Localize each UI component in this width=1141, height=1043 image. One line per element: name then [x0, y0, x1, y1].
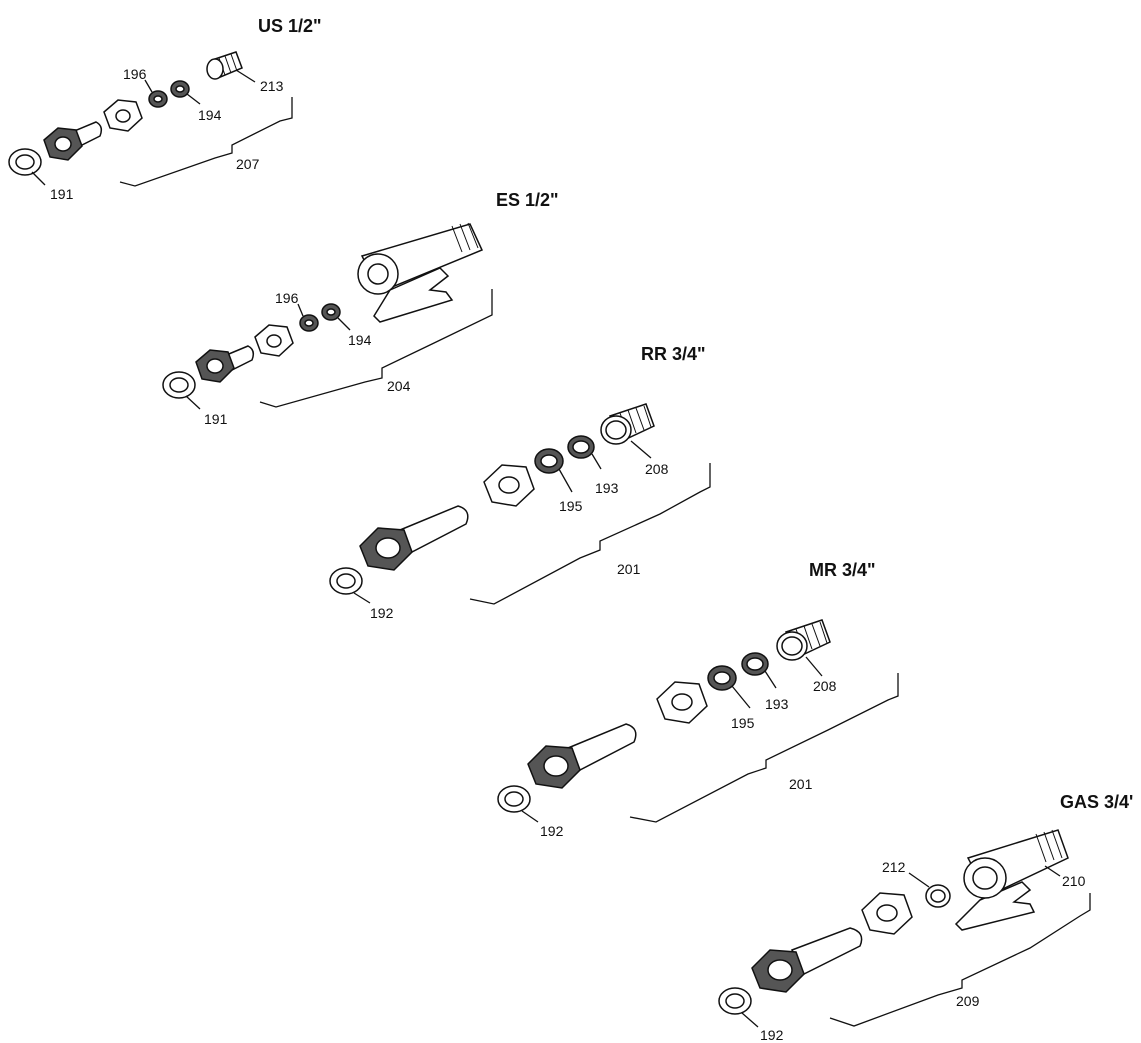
assembly-title: RR 3/4"	[641, 344, 706, 364]
assembly-title: GAS 3/4'	[1060, 792, 1133, 812]
part-number: 194	[198, 107, 222, 123]
assembly-title: ES 1/2"	[496, 190, 559, 210]
part-number: 191	[50, 186, 74, 202]
bracket-207	[119, 97, 293, 187]
hex-nut	[861, 892, 913, 935]
part-number: 207	[236, 156, 260, 172]
part-number: 208	[813, 678, 837, 694]
part-number: 191	[204, 411, 228, 427]
threaded-tail-208	[776, 619, 831, 661]
hex-nut	[656, 681, 708, 724]
hex-fitting	[43, 121, 103, 161]
assembly-es-half-inch: ES 1/2"	[162, 190, 559, 427]
assembly-mr-three-quarter-inch: MR 3/4"	[497, 560, 899, 839]
part-number: 201	[617, 561, 641, 577]
assembly-us-half-inch: US 1/2"	[8, 16, 322, 202]
bracket-204	[259, 289, 493, 408]
assembly-title: US 1/2"	[258, 16, 322, 36]
part-number: 195	[731, 715, 755, 731]
washer-192	[329, 567, 363, 595]
hex-fitting	[751, 927, 863, 993]
assembly-gas-three-quarter-inch: GAS 3/4'	[718, 792, 1133, 1043]
part-number: 193	[765, 696, 789, 712]
part-number: 192	[540, 823, 564, 839]
threaded-tail-213	[206, 51, 243, 80]
part-number: 192	[370, 605, 394, 621]
part-number: 213	[260, 78, 284, 94]
threaded-tail-208	[600, 403, 655, 445]
washer-191	[8, 148, 42, 176]
bracket-201	[469, 463, 711, 605]
part-number: 196	[123, 66, 147, 82]
gas-valve-210	[954, 829, 1069, 931]
part-number: 193	[595, 480, 619, 496]
hex-nut	[254, 324, 294, 357]
bracket-209	[829, 893, 1091, 1027]
part-number: 192	[760, 1027, 784, 1043]
hex-fitting	[359, 505, 469, 571]
assembly-title: MR 3/4"	[809, 560, 876, 580]
part-number: 208	[645, 461, 669, 477]
hex-nut	[103, 99, 143, 132]
bracket-201	[629, 673, 899, 823]
part-number: 196	[275, 290, 299, 306]
part-number: 201	[789, 776, 813, 792]
part-number: 212	[882, 859, 906, 875]
ball-valve	[357, 222, 484, 323]
part-number: 209	[956, 993, 980, 1009]
hex-fitting	[195, 345, 255, 383]
washer-191	[162, 371, 196, 399]
hex-fitting	[527, 723, 637, 789]
part-number: 195	[559, 498, 583, 514]
washer-192	[718, 987, 752, 1015]
part-number: 204	[387, 378, 411, 394]
assembly-rr-three-quarter-inch: RR 3/4"	[329, 344, 711, 621]
washer-192	[497, 785, 531, 813]
part-number: 210	[1062, 873, 1086, 889]
hex-nut	[483, 464, 535, 507]
part-number: 194	[348, 332, 372, 348]
